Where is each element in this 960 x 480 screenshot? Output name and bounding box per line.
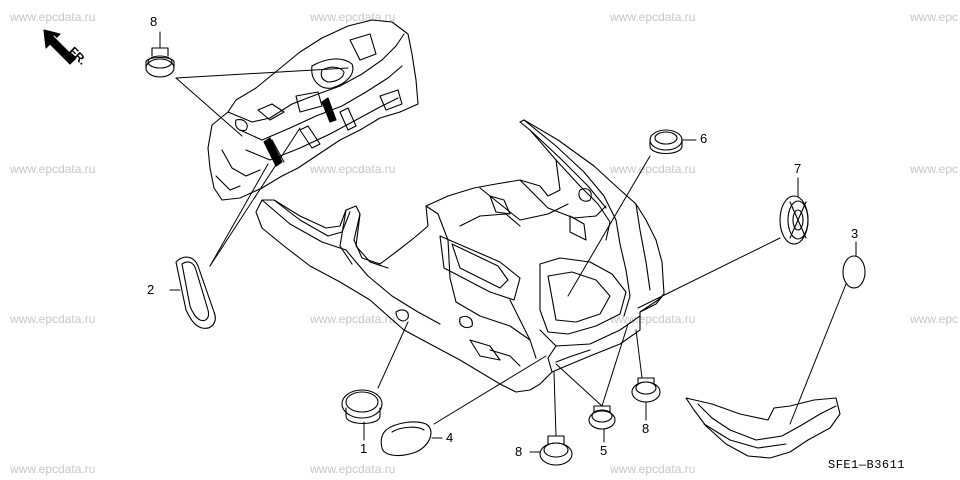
watermark: www.epcdata.ru <box>310 312 396 326</box>
watermark: www.epcdata.ru <box>10 462 96 476</box>
watermark: www.epcdata.ru <box>310 462 396 476</box>
ring-grommet-6 <box>649 129 683 155</box>
callout-1: 1 <box>360 441 368 456</box>
diagram-code: SFE1—B3611 <box>828 458 906 472</box>
watermark: www.epc <box>910 10 959 24</box>
bulkhead-panel <box>207 19 419 201</box>
watermark: www.epc <box>910 312 959 326</box>
watermark: www.epcdata.ru <box>610 462 696 476</box>
rear-bumper-cover <box>685 397 841 459</box>
front-direction-arrow-icon <box>43 29 77 65</box>
grommet-8-bottom <box>539 435 573 466</box>
watermark: www.epcdata.ru <box>10 312 96 326</box>
watermark: www.epcdata.ru <box>610 162 696 176</box>
callout-7: 7 <box>794 161 802 176</box>
large-grommet-7 <box>779 195 809 245</box>
floor-pan <box>255 119 665 393</box>
callout-8-right: 8 <box>642 421 650 436</box>
grommet-5 <box>588 405 616 430</box>
callout-4: 4 <box>446 430 454 445</box>
grommet-8-top <box>145 47 175 78</box>
watermark: www.epcdata.ru <box>10 162 96 176</box>
callout-8-top: 8 <box>150 14 158 29</box>
watermark: www.epcdata.ru <box>10 10 96 24</box>
watermark: www.epcdata.ru <box>310 162 396 176</box>
watermark: www.epc <box>910 162 959 176</box>
callout-8-bottom: 8 <box>515 444 523 459</box>
watermark: www.epcdata.ru <box>610 10 696 24</box>
callout-3: 3 <box>851 226 859 241</box>
round-seal-3 <box>842 255 866 289</box>
grommet-1 <box>341 389 383 425</box>
grommet-8-right <box>631 377 661 403</box>
callout-5: 5 <box>600 443 608 458</box>
callout-2: 2 <box>147 282 155 297</box>
oblong-plug-4 <box>380 421 432 457</box>
callout-6: 6 <box>700 131 708 146</box>
leader-lines <box>159 31 857 453</box>
oval-grommet-2 <box>175 256 216 329</box>
